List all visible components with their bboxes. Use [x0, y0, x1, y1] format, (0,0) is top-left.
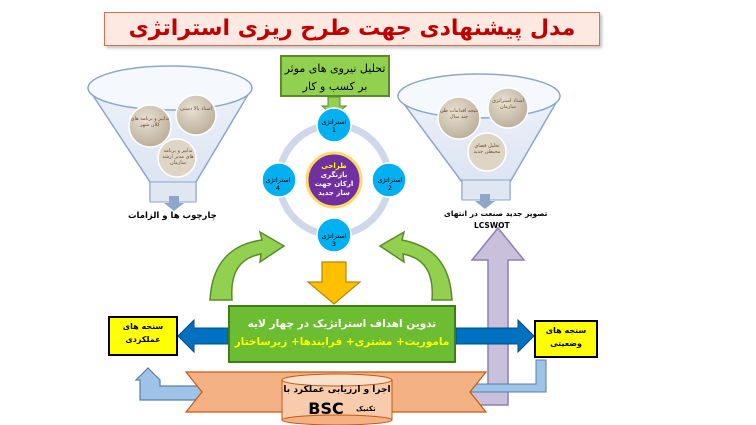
- right-funnel-output-label: تصویر جدید صنعت در انتهای: [444, 209, 548, 218]
- right-funnel-circle-3: [467, 132, 507, 172]
- yellow-down-arrow: [306, 261, 362, 305]
- left-funnel-circle-3: [157, 138, 197, 178]
- top-input-line-1: تحلیل نیروی های موثر: [284, 62, 386, 75]
- right-circle-2-text: نتیجه اقدامات طی چند سال: [439, 108, 479, 120]
- bsc-cylinder: [281, 373, 393, 425]
- center-text-line-1: طراحی: [321, 162, 347, 170]
- right-circle-3-text: تحلیل فضای محیطی جدید: [473, 143, 501, 155]
- cycle-center-text: طراحی بازنگری ارکان جهت ساز جدید: [309, 162, 359, 198]
- center-box-line-1: تدوین اهداف استراتژیک در چهار لایه: [247, 318, 437, 330]
- left-funnel-output-label: چارچوب ها و الزامات: [128, 211, 217, 221]
- top-input-line-2: بر کسب و کار: [302, 80, 368, 93]
- right-circle-1-text: اسناد استراتژی سازمان: [492, 98, 524, 110]
- center-text-line-2: بازنگری: [320, 171, 348, 179]
- top-input-box: تحلیل نیروی های موثر بر کسب و کار: [280, 55, 390, 97]
- bsc-label: BSC: [308, 399, 344, 418]
- diagram-title: مدل پیشنهادی جهت طرح ریزی استراتژی: [104, 12, 600, 46]
- right-funnel-circle-2: [437, 96, 481, 140]
- left-circle-2-text: تدابیر و برنامه های کلان شهر: [130, 116, 170, 128]
- right-funnel-down-arrow: [475, 194, 495, 209]
- strategy-node-1: [316, 107, 352, 143]
- strategy-node-4: [261, 162, 297, 198]
- strategy-node-2: [371, 162, 407, 198]
- right-funnel-output-sub: LCSWOT: [474, 221, 510, 230]
- strategic-objectives-box: تدوین اهداف استراتژیک در چهار لایه مامور…: [228, 305, 456, 363]
- bsc-description: اجرا و ارزیابی عملکرد با: [283, 385, 391, 395]
- left-funnel-down-arrow: [164, 196, 184, 211]
- left-circle-3-text: تدابیر و برنامه های مدیر ارشد سازمان: [162, 148, 194, 166]
- left-blue-arrow: [177, 318, 229, 354]
- left-green-curved-arrow: [209, 230, 286, 301]
- left-funnel-circle-1: [175, 94, 217, 136]
- left-blue-curved-arrow: [134, 367, 216, 401]
- strategy-node-3: [316, 217, 352, 253]
- center-box-line-2: ماموریت+ مشتری+ فرایندها+ زیرساختار: [234, 336, 450, 348]
- left-funnel-circle-2: [128, 104, 172, 148]
- bsc-sub-label: تکنیک: [356, 405, 376, 413]
- center-text-line-4: ساز جدید: [318, 189, 350, 197]
- left-circle-1-text: اسناد بالا دستی: [180, 106, 212, 112]
- right-funnel-circle-1: [487, 87, 529, 129]
- right-blue-arrow: [455, 318, 535, 354]
- right-green-curved-arrow: [378, 230, 453, 301]
- cycle-center-circle: [305, 151, 363, 209]
- center-text-line-3: ارکان جهت: [314, 180, 354, 188]
